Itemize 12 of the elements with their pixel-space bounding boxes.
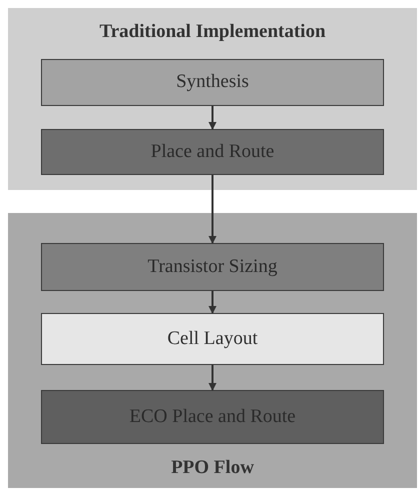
process-box: Synthesis [41, 59, 384, 106]
arrow [208, 175, 216, 244]
process-box: Place and Route [41, 129, 384, 175]
arrow [208, 365, 216, 391]
arrow [208, 106, 216, 130]
process-box: Transistor Sizing [41, 243, 384, 291]
group-panel [8, 213, 417, 488]
group-heading: PPO Flow [171, 456, 254, 480]
process-box: Cell Layout [41, 313, 384, 365]
group-panel [8, 8, 417, 190]
group-heading: Traditional Implementation [99, 20, 326, 44]
arrow [208, 291, 216, 314]
